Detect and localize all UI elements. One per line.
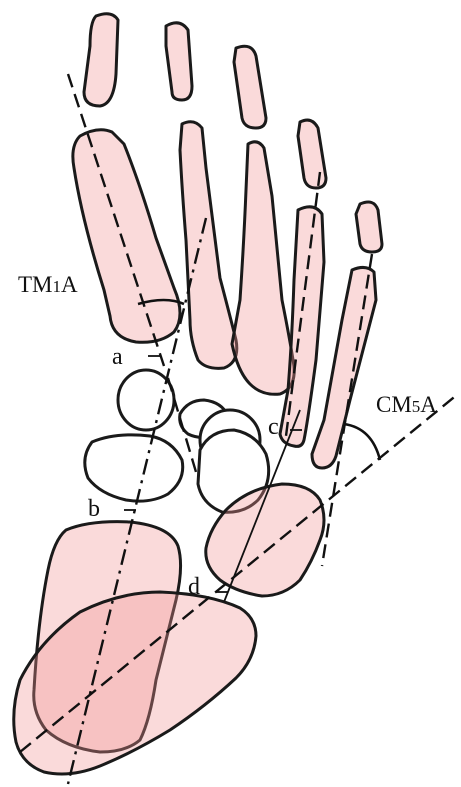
phalanx-toe-2: [166, 23, 192, 100]
phalanx-toe-3: [234, 46, 266, 128]
metatarsal-2: [180, 122, 237, 369]
phalanx-toe-5: [356, 202, 382, 252]
navicular-bone: [85, 435, 183, 501]
tm1a-label: TM1A: [18, 272, 78, 297]
point-b-label: b: [88, 496, 100, 522]
metatarsal-1: [73, 130, 180, 343]
cm5a-label: CM5A: [376, 392, 437, 417]
point-d-label: d: [188, 574, 200, 600]
cm5-angle-arc: [344, 424, 380, 460]
metatarsal-3: [232, 142, 294, 395]
point-a-label: a: [112, 344, 123, 370]
phalanx-toe-1: [84, 14, 118, 106]
point-c-label: c: [268, 414, 279, 440]
phalanx-toe-4: [298, 120, 326, 188]
